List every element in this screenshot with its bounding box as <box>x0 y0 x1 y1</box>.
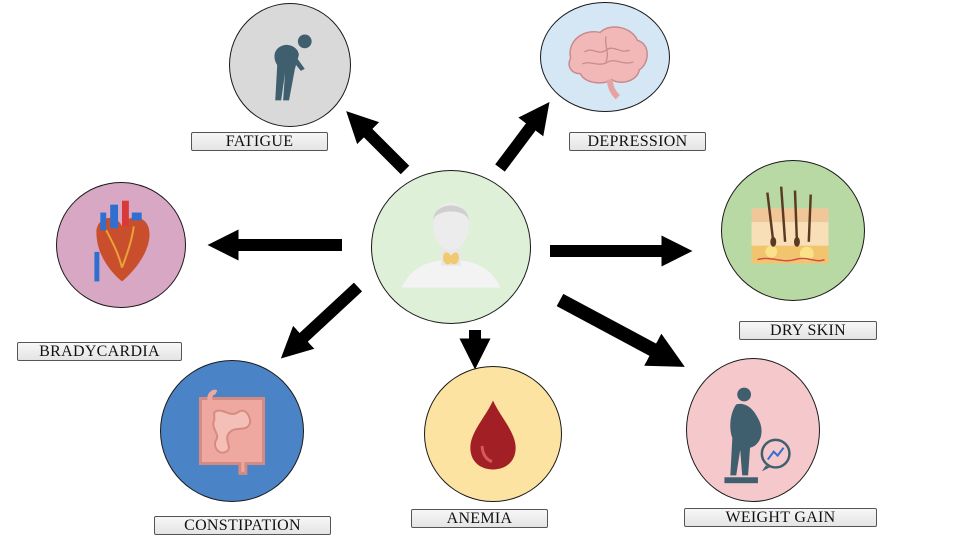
intestine-icon <box>198 389 266 475</box>
pregnant-weight-icon <box>724 387 791 484</box>
arrow-to-fatigue <box>346 111 410 175</box>
dry-skin-label: DRY SKIN <box>739 321 877 340</box>
center-person-circle <box>371 170 531 324</box>
fatigue-circle <box>229 3 351 127</box>
blood-drop-icon <box>470 400 516 470</box>
constipation-label: CONSTIPATION <box>154 516 331 535</box>
anemia-label: ANEMIA <box>411 509 548 528</box>
anemia-circle <box>424 366 562 502</box>
arrow-to-weight-gain <box>556 293 685 367</box>
brain-icon <box>568 26 648 100</box>
fatigue-label: FATIGUE <box>191 132 328 151</box>
arrow-to-depression <box>495 102 550 172</box>
depression-label: DEPRESSION <box>569 132 706 151</box>
person-with-thyroid-icon <box>401 202 501 288</box>
skin-layers-icon <box>751 186 829 264</box>
depression-circle <box>540 2 670 112</box>
bradycardia-label: BRADYCARDIA <box>17 342 182 361</box>
tired-person-icon <box>274 34 312 101</box>
arrow-to-constipation <box>280 282 363 359</box>
weight-gain-circle <box>686 358 820 502</box>
weight-gain-label: WEIGHT GAIN <box>684 508 877 527</box>
bradycardia-circle <box>56 182 186 308</box>
heart-icon <box>94 200 150 282</box>
dry-skin-circle <box>721 160 865 301</box>
constipation-circle <box>160 360 304 502</box>
